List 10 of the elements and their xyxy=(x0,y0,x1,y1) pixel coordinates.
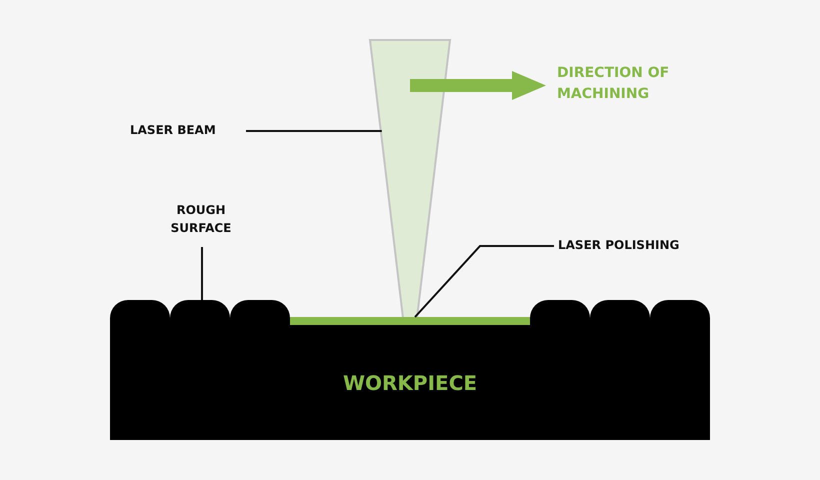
callout-label: ROUGH SURFACE xyxy=(160,201,242,239)
workpiece-label: WORKPIECE xyxy=(342,370,478,394)
leader-line xyxy=(201,247,203,300)
workpiece-block xyxy=(110,325,710,440)
leader-line xyxy=(414,245,554,318)
leader-line xyxy=(246,130,382,132)
callout-label: LASER BEAM xyxy=(130,121,242,141)
direction-label: DIRECTION OF MACHINING xyxy=(557,64,670,104)
callout-label: LASER POLISHING xyxy=(558,236,698,256)
laser-beam xyxy=(370,40,450,318)
